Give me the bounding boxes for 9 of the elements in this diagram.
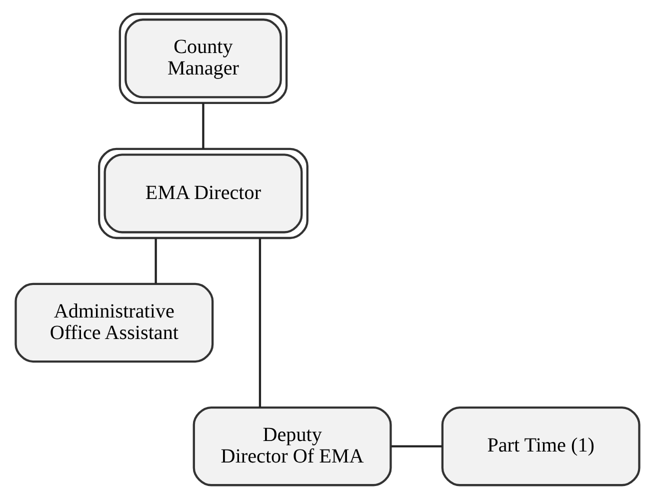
connector	[258, 238, 261, 408]
connector	[390, 445, 442, 448]
connector	[154, 238, 156, 284]
node-box: Deputy Director Of EMA	[192, 406, 392, 486]
node-box: EMA Director	[98, 148, 308, 240]
connector	[202, 103, 204, 149]
node-box: Part Time (1)	[440, 406, 640, 486]
node-box: County Manager	[118, 12, 288, 104]
node-box: Administrative Office Assistant	[14, 282, 214, 363]
